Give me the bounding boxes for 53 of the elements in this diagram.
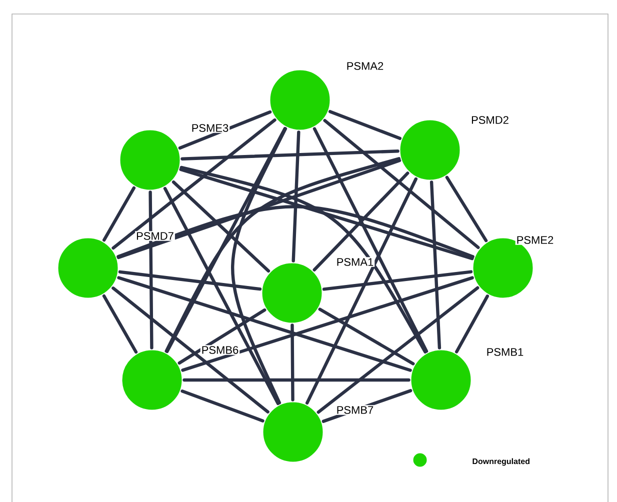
interaction-line bbox=[116, 205, 474, 258]
node-label: PSMA1 bbox=[335, 257, 375, 267]
interaction-line bbox=[445, 176, 488, 242]
node-label: PSMB1 bbox=[485, 347, 525, 357]
interaction-line bbox=[306, 177, 418, 405]
interaction-line bbox=[102, 186, 136, 242]
interaction-line bbox=[116, 158, 402, 260]
interaction-line bbox=[148, 190, 154, 350]
interaction-line bbox=[179, 168, 474, 260]
interaction-line bbox=[112, 286, 270, 414]
interaction-line bbox=[316, 286, 480, 414]
interaction-line bbox=[322, 270, 473, 291]
interaction-line bbox=[164, 157, 401, 353]
protein-node bbox=[118, 128, 182, 192]
interaction-line bbox=[455, 294, 489, 354]
node-label: PSME2 bbox=[515, 235, 555, 245]
interaction-line bbox=[172, 180, 270, 273]
interaction-line bbox=[231, 127, 288, 404]
protein-node bbox=[268, 68, 332, 132]
node-label: PSMD7 bbox=[135, 231, 175, 241]
interaction-line bbox=[323, 118, 480, 250]
interaction-line bbox=[118, 270, 262, 291]
protein-node bbox=[120, 348, 184, 412]
node-label: PSMB6 bbox=[200, 345, 240, 355]
interaction-line bbox=[328, 110, 402, 140]
interaction-line bbox=[180, 390, 264, 422]
interaction-line bbox=[430, 180, 442, 350]
interaction-line bbox=[117, 276, 412, 372]
node-label: PSME3 bbox=[190, 123, 230, 133]
interaction-line bbox=[178, 110, 272, 150]
interaction-line bbox=[178, 308, 266, 365]
node-label: PSMD2 bbox=[470, 115, 510, 125]
interaction-line bbox=[102, 294, 138, 354]
protein-node bbox=[408, 348, 474, 412]
node-label: PSMA2 bbox=[345, 61, 385, 71]
protein-node bbox=[260, 400, 326, 464]
protein-node bbox=[260, 260, 324, 326]
interaction-line bbox=[163, 186, 280, 406]
interaction-line bbox=[180, 150, 400, 160]
interaction-line bbox=[312, 127, 428, 353]
interaction-line bbox=[292, 130, 300, 262]
interaction-line bbox=[290, 324, 294, 402]
interaction-line bbox=[112, 118, 276, 250]
interaction-line bbox=[318, 308, 415, 366]
interaction-line bbox=[180, 166, 427, 354]
protein-node bbox=[398, 118, 462, 182]
interaction-line bbox=[312, 172, 410, 272]
legend-label: Downregulated bbox=[472, 458, 530, 466]
protein-node bbox=[56, 236, 120, 300]
interaction-line bbox=[182, 378, 410, 382]
node-label: PSMB7 bbox=[335, 405, 375, 415]
interaction-line bbox=[181, 276, 474, 372]
interaction-line bbox=[165, 126, 287, 354]
